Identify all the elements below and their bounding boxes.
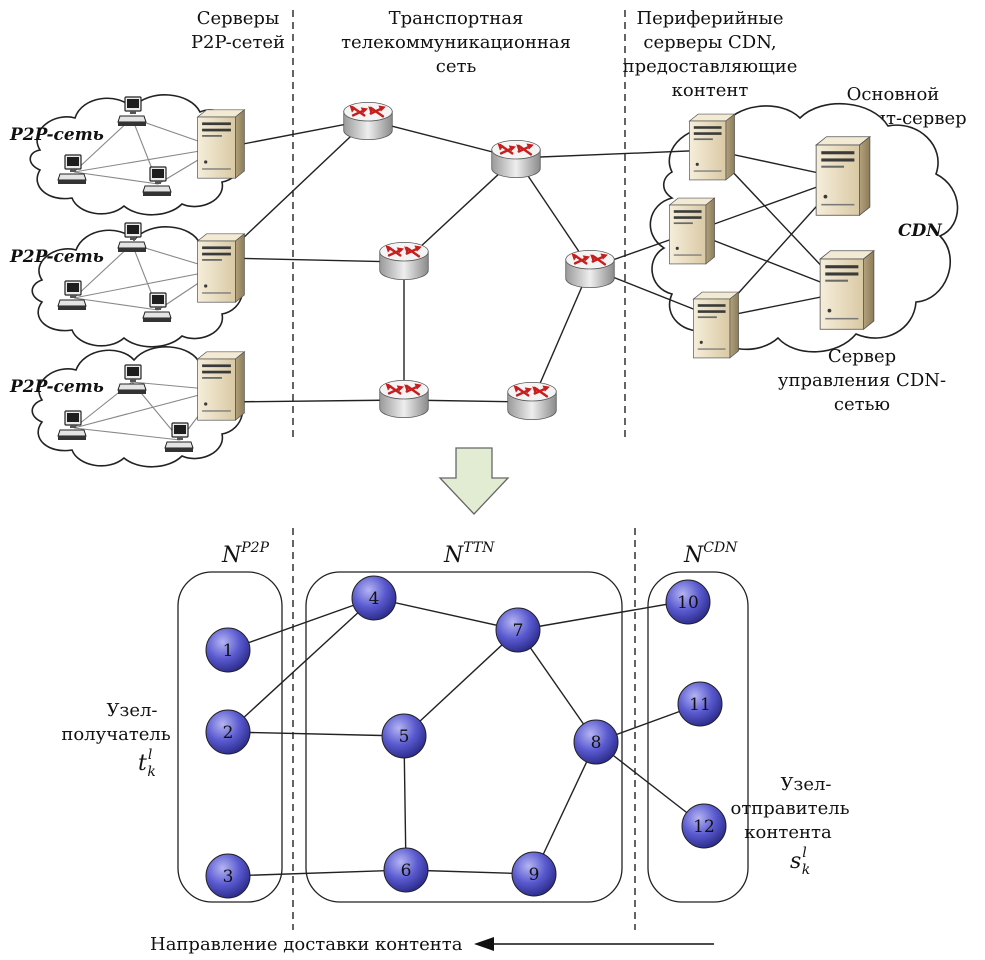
server-icon xyxy=(693,291,739,359)
svg-text:сеть: сеть xyxy=(436,56,477,77)
svg-text:получатель: получатель xyxy=(61,724,171,745)
svg-text:9: 9 xyxy=(529,865,540,885)
svg-text:Сервер: Сервер xyxy=(828,346,896,367)
svg-text:5: 5 xyxy=(399,727,410,747)
svg-text:Узел-: Узел- xyxy=(781,774,832,795)
label-cdn-management-server: Сервер управления CDN- сетью xyxy=(778,346,946,415)
svg-text:Основной: Основной xyxy=(847,84,940,105)
down-arrow-icon xyxy=(438,447,510,515)
svg-text:10: 10 xyxy=(677,593,699,613)
cdn-label: CDN xyxy=(898,221,943,241)
svg-text:3: 3 xyxy=(223,867,234,887)
router-icon xyxy=(490,139,542,179)
left-arrow-icon xyxy=(474,937,714,951)
svg-text:серверы CDN,: серверы CDN, xyxy=(643,32,776,53)
graph-edges xyxy=(227,597,705,877)
graph-node-9: 9 xyxy=(511,851,557,897)
group-label-p2p: NP2P xyxy=(221,540,270,568)
delivery-direction-label: Направление доставки контента xyxy=(150,934,463,955)
svg-text:P2P-сетей: P2P-сетей xyxy=(191,32,285,53)
p2p-network-label: P2P-сеть xyxy=(9,125,104,145)
label-transport-network: Транспортная телекоммуникационная сеть xyxy=(341,8,571,77)
server-icon xyxy=(689,113,735,181)
svg-text:контента: контента xyxy=(744,822,832,843)
label-p2p-servers: Серверы P2P-сетей xyxy=(191,8,285,53)
graph-node-8: 8 xyxy=(573,719,619,765)
router-icon xyxy=(342,101,394,141)
svg-text:4: 4 xyxy=(369,589,380,609)
p2p-network-label: P2P-сеть xyxy=(9,247,104,267)
svg-text:отправитель: отправитель xyxy=(730,798,849,819)
svg-text:телекоммуникационная: телекоммуникационная xyxy=(341,32,571,53)
p2p-cloud-2 xyxy=(31,226,244,348)
graph-node-10: 10 xyxy=(665,579,711,625)
label-cdn-edge-servers: Периферийные серверы CDN, предоставляющи… xyxy=(623,8,798,101)
svg-text:8: 8 xyxy=(591,733,602,753)
router-icon xyxy=(378,241,430,281)
svg-text:6: 6 xyxy=(401,861,412,881)
router-icon xyxy=(378,379,430,419)
graph-node-2: 2 xyxy=(205,709,251,755)
graph-node-6: 6 xyxy=(383,847,429,893)
p2p-cloud-1 xyxy=(29,94,244,216)
router-icon xyxy=(506,381,558,421)
p2p-network-label: P2P-сеть xyxy=(9,377,104,397)
server-icon xyxy=(669,197,715,265)
transport-links xyxy=(221,119,717,403)
svg-text:управления CDN-: управления CDN- xyxy=(778,370,946,391)
svg-text:Периферийные: Периферийные xyxy=(636,8,783,29)
graph-node-4: 4 xyxy=(351,575,397,621)
graph-node-7: 7 xyxy=(495,607,541,653)
svg-text:Серверы: Серверы xyxy=(197,8,280,29)
group-label-ttn: NTTN xyxy=(443,540,495,568)
graph-node-12: 12 xyxy=(681,803,727,849)
server-icon xyxy=(815,136,871,216)
group-ttn xyxy=(305,571,623,903)
server-icon xyxy=(819,250,875,330)
server-icon xyxy=(197,233,245,303)
svg-text:предоставляющие: предоставляющие xyxy=(623,56,798,77)
svg-text:12: 12 xyxy=(693,817,715,837)
graph-node-3: 3 xyxy=(205,853,251,899)
group-label-cdn: NCDN xyxy=(683,540,738,568)
svg-text:7: 7 xyxy=(513,621,524,641)
svg-text:11: 11 xyxy=(689,695,711,715)
router-icon xyxy=(564,249,616,289)
svg-text:1: 1 xyxy=(223,641,234,661)
svg-text:контент: контент xyxy=(672,80,749,101)
server-icon xyxy=(197,351,245,421)
server-icon xyxy=(197,109,245,179)
svg-text:2: 2 xyxy=(223,723,234,743)
svg-text:Узел-: Узел- xyxy=(107,700,158,721)
svg-text:сетью: сетью xyxy=(834,394,890,415)
graph-node-1: 1 xyxy=(205,627,251,673)
svg-text:Транспортная: Транспортная xyxy=(389,8,524,29)
graph-node-5: 5 xyxy=(381,713,427,759)
graph-node-11: 11 xyxy=(677,681,723,727)
